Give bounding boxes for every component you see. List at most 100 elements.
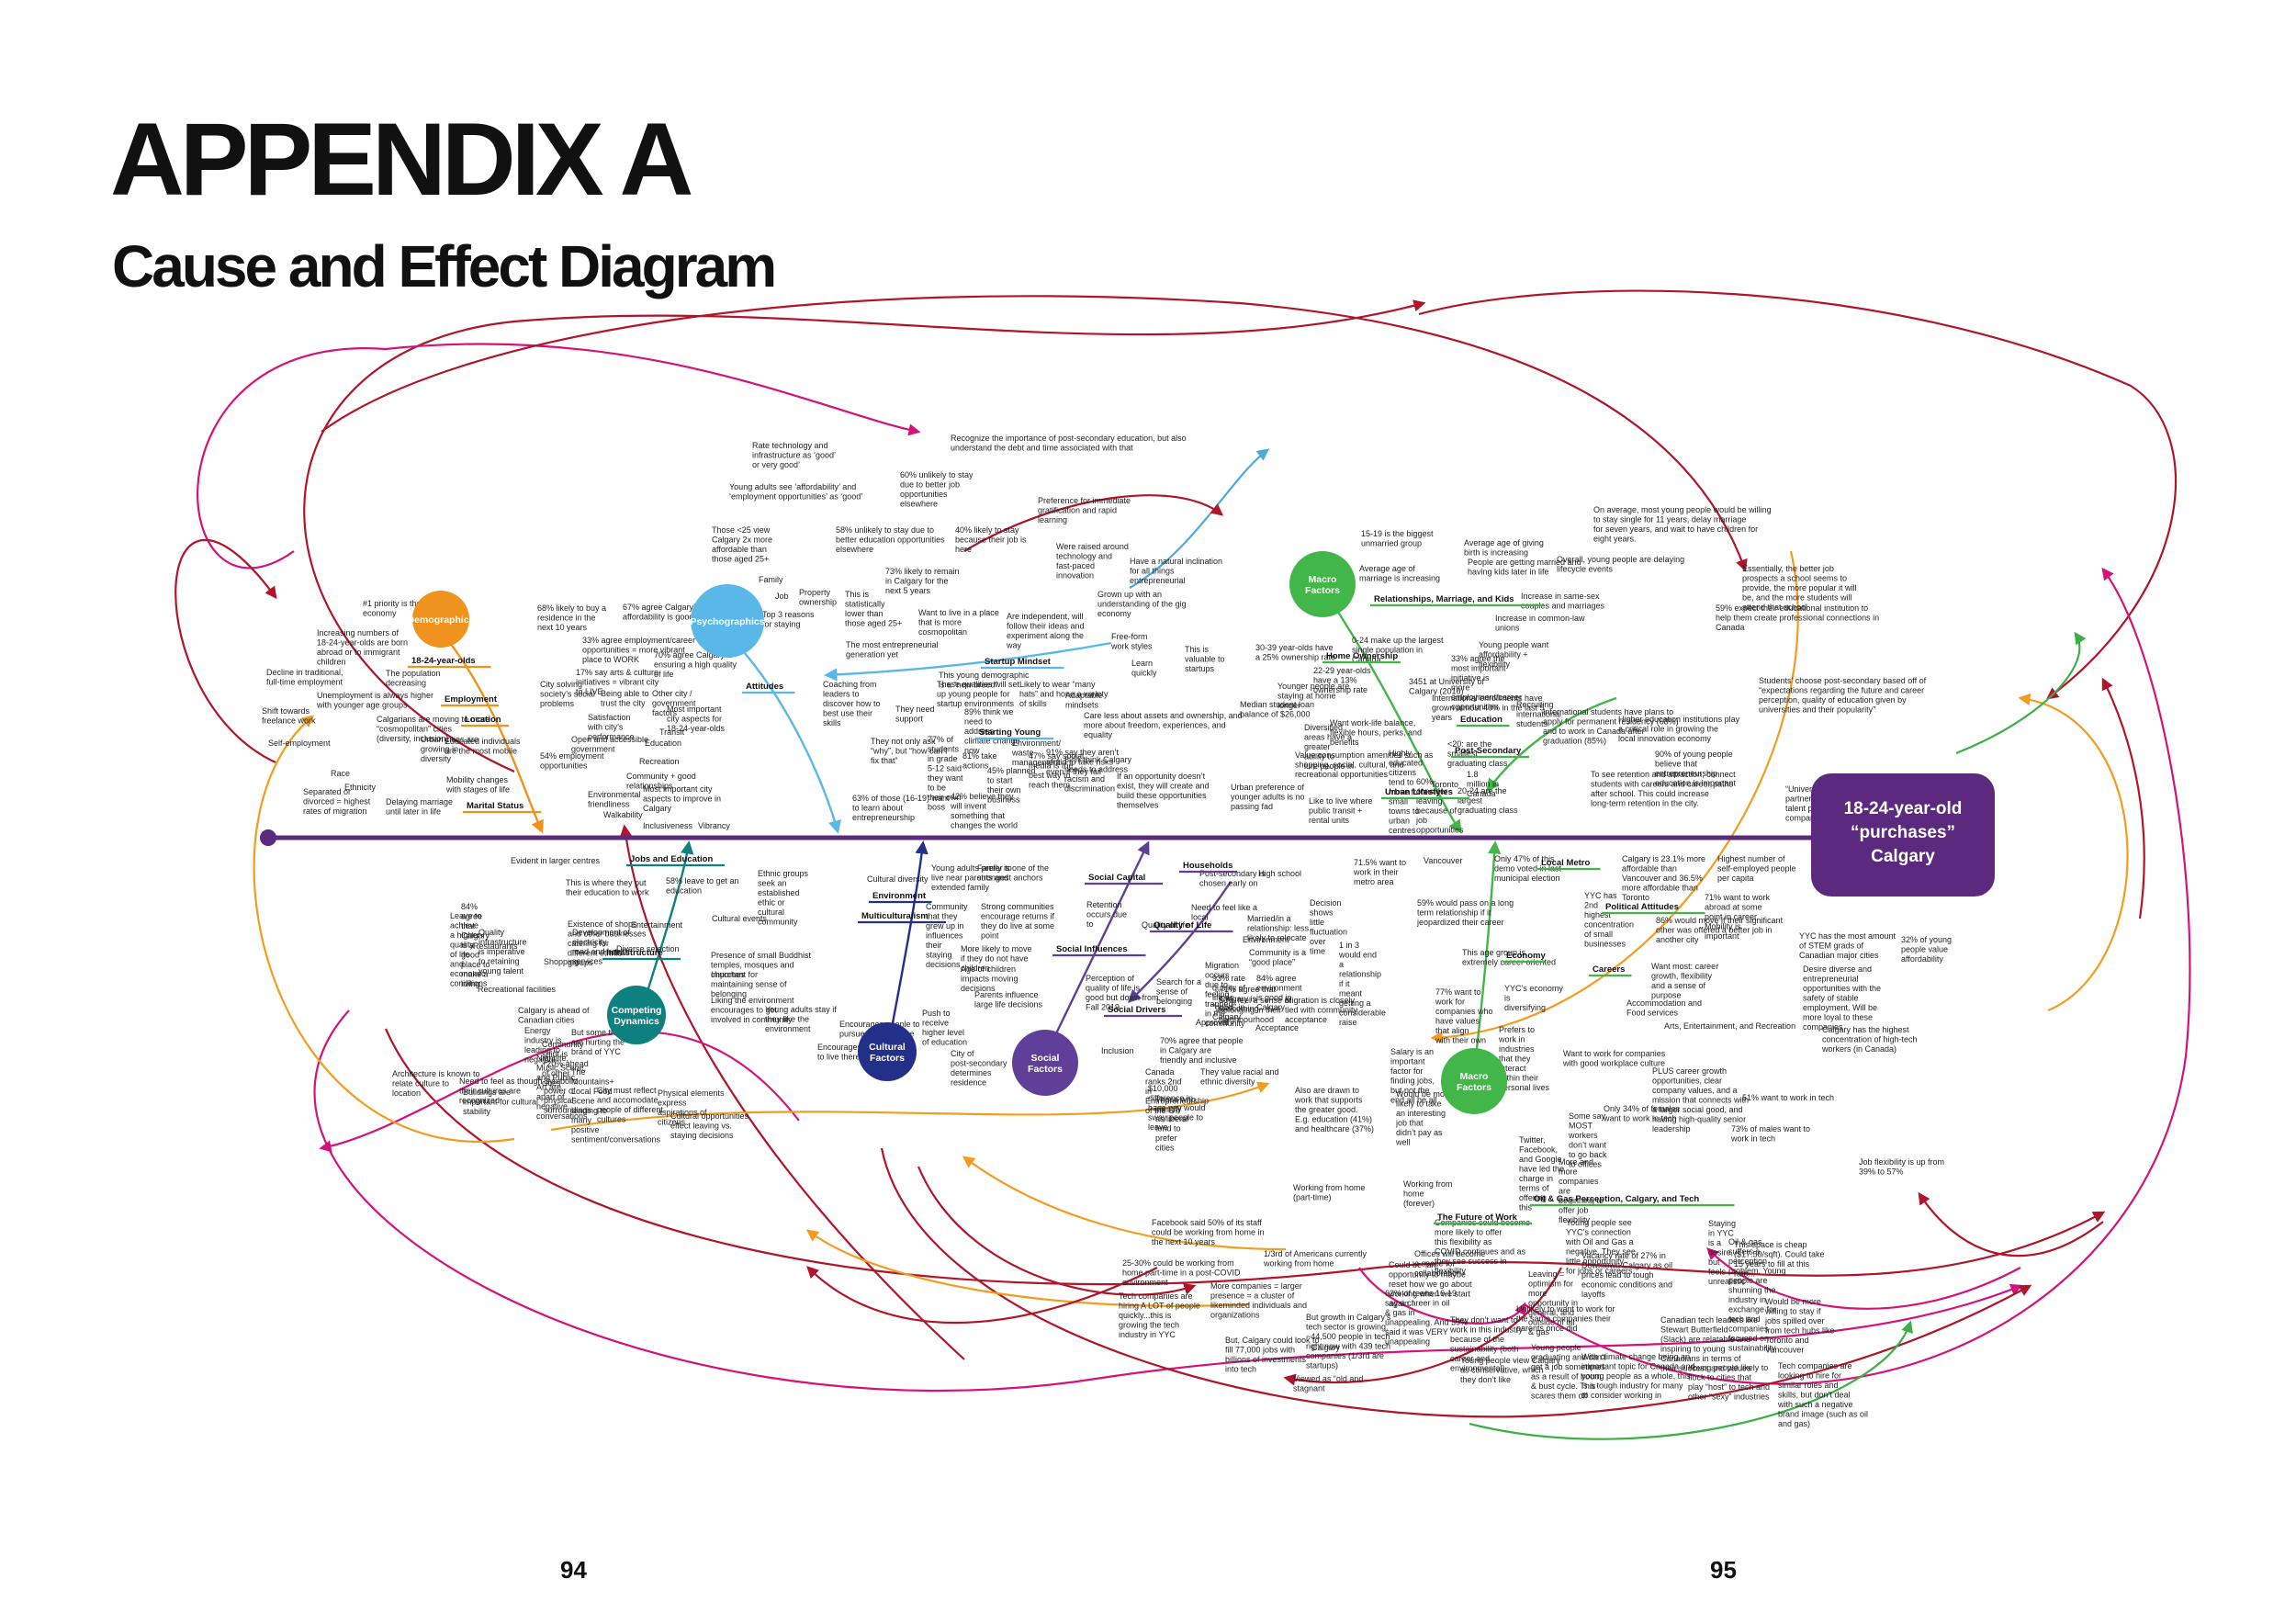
- sub-heading: Oil & Gas Perception, Calgary, and Tech: [1534, 1194, 1699, 1204]
- outcome-line: Calgary: [1871, 847, 1935, 866]
- outcome-box-shape: [1811, 773, 1995, 897]
- note-text: High school: [1258, 869, 1301, 878]
- outcome-line: “purchases”: [1851, 823, 1955, 842]
- feedback-loop-5: [321, 295, 1748, 572]
- hub-macro-bottom: [1441, 1048, 1507, 1114]
- page-number-left: 94: [560, 1556, 587, 1584]
- hub-demographics: [412, 591, 469, 648]
- sub-heading: Starting Young: [979, 727, 1041, 738]
- note-text: Students’ choose post-secondary based of…: [1759, 676, 1927, 715]
- branch-arrow-2: [726, 633, 841, 834]
- sub-heading: Quality of Life: [1154, 920, 1211, 930]
- feedback-loop-23: [1283, 1267, 1562, 1386]
- feedback-loop-10: [619, 824, 965, 1360]
- page-title: APPENDIX A: [110, 102, 693, 217]
- feedback-loop-11: [319, 1031, 800, 1153]
- feedback-loop-4: [174, 538, 277, 763]
- note-text: Transit: [659, 727, 685, 737]
- sub-heading: Home Ownership: [1326, 651, 1398, 661]
- sub-heading: Startup Mindset: [985, 657, 1052, 667]
- note-text: On average, most young people would be w…: [1593, 505, 1772, 544]
- note-text: Acceptance: [1255, 1023, 1299, 1032]
- spine-start-dot: [260, 829, 276, 846]
- sub-heading: Infrastructure: [606, 948, 663, 958]
- note-text: 59% expect their educational institution…: [1716, 603, 1879, 632]
- sub-heading: Location: [465, 715, 501, 725]
- feedback-loop-24: [1706, 1247, 2021, 1310]
- feedback-loop-14: [1430, 550, 1799, 1044]
- note-text: Restaurants: [473, 942, 518, 951]
- note-text: Working from home(part-time): [1293, 1183, 1365, 1202]
- note-text: Want work-life balance,flexible hours, p…: [1330, 718, 1422, 747]
- note-text: Young adults see ‘affordability’ and‘emp…: [729, 482, 862, 502]
- hub-competing: [607, 986, 666, 1044]
- sub-heading: Urban Lifestyles: [1385, 787, 1453, 797]
- feedback-loop-2: [1418, 289, 2177, 700]
